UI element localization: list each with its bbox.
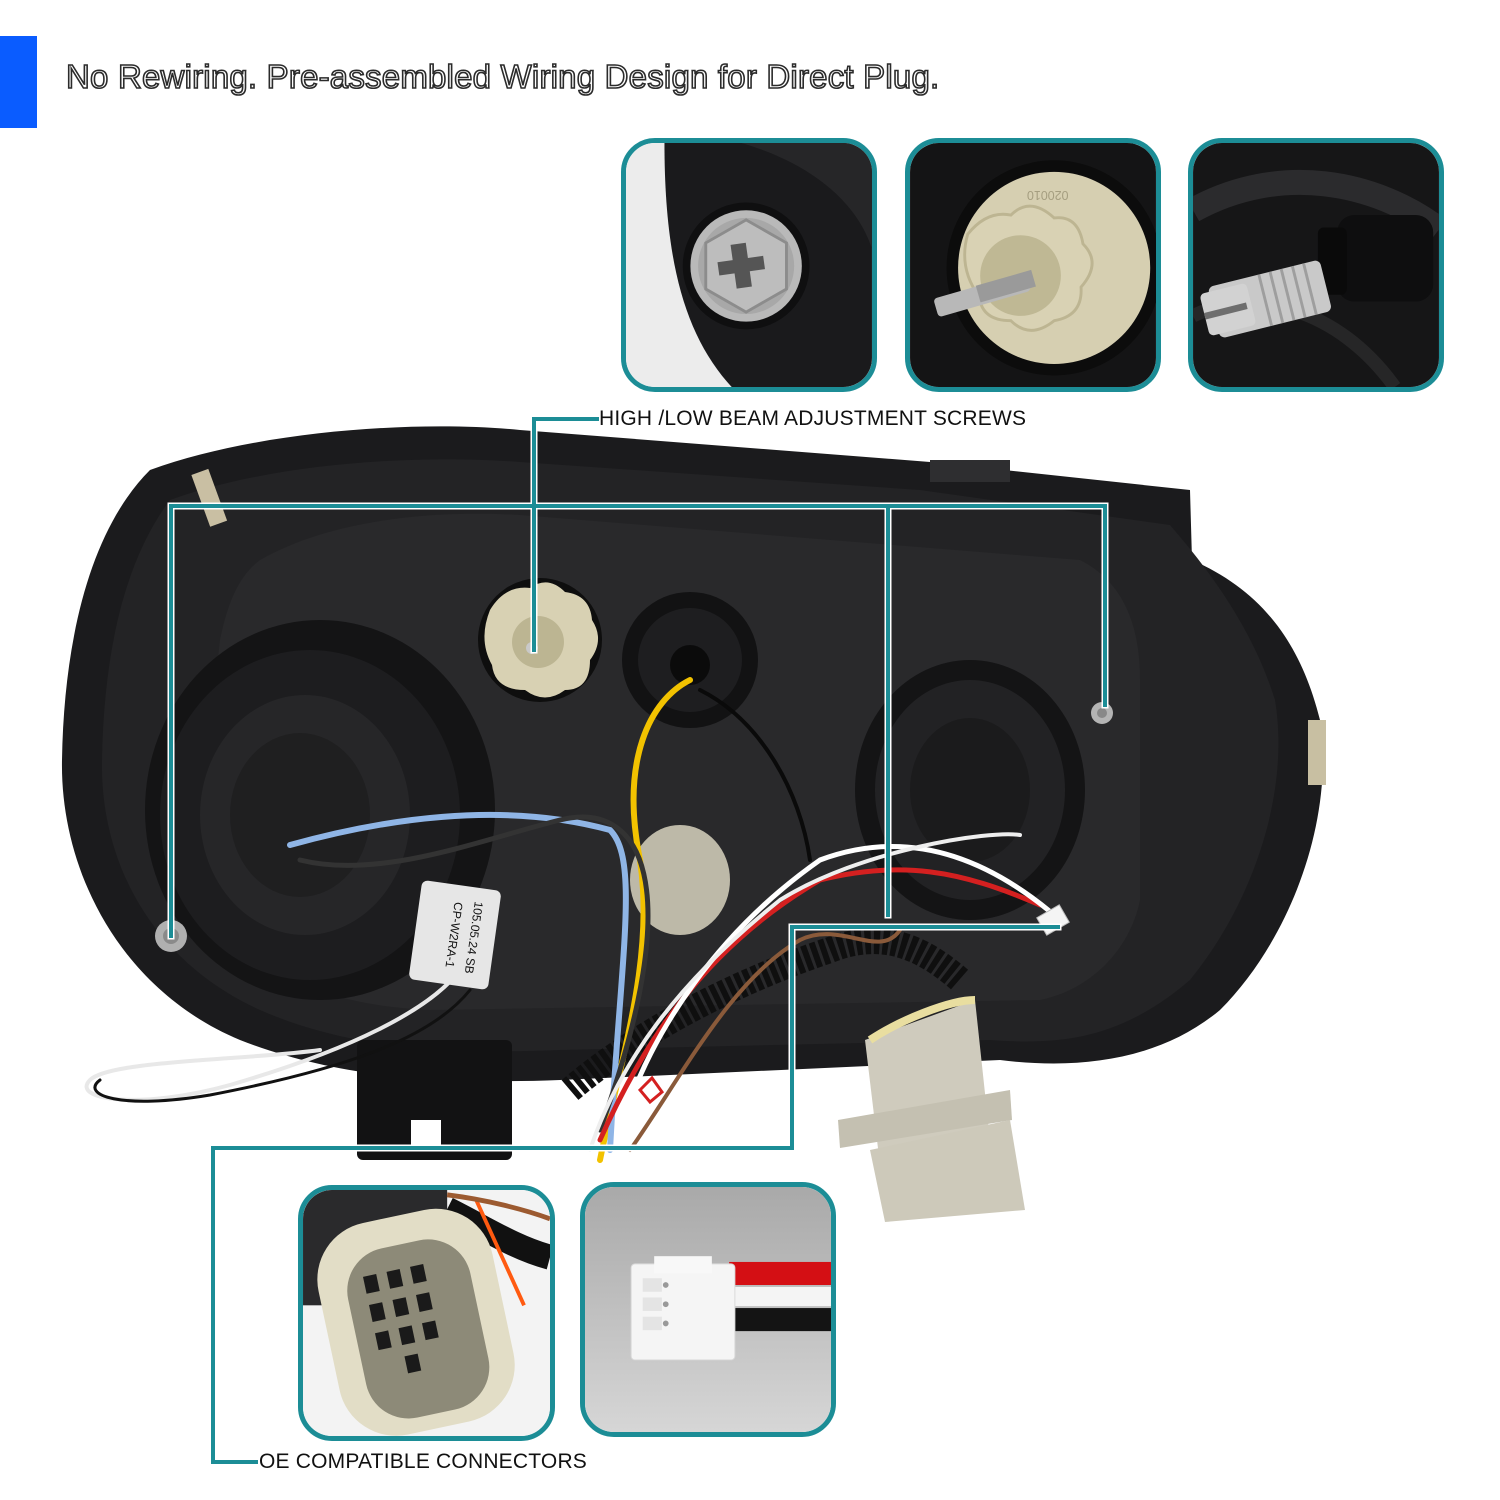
slotted-screw-icon [1193,143,1439,387]
inset-three-pin-jst-connector [580,1182,836,1437]
left-adjustment-screw [155,920,187,952]
socket-adjuster-icon: 020010 [910,143,1156,387]
inset-ten-pin-oe-connector [298,1185,555,1441]
clip-right [1308,720,1326,785]
accent-bar [0,36,37,128]
ten-pin-connector-icon [303,1190,550,1436]
inset-slotted-threaded-screw [1188,138,1444,392]
inset-beige-socket-adjuster: 020010 [905,138,1161,392]
headline: No Rewiring. Pre-assembled Wiring Design… [65,57,940,96]
label-oe-connectors: OE COMPATIBLE CONNECTORS [259,1450,588,1473]
right-adjustment-screw [1091,702,1113,724]
top-tab [930,460,1010,482]
inset-phillips-adjustment-screw [621,138,877,392]
socket-marking: 020010 [1027,188,1069,202]
phillips-screw-icon [626,143,872,387]
label-adjustment-screws: HIGH /LOW BEAM ADJUSTMENT SCREWS [599,407,1027,430]
beige-adjuster-socket [478,578,602,702]
three-pin-connector-icon [585,1187,831,1432]
control-module: CP-W2RA-1 105.05.24 SB [409,880,501,990]
